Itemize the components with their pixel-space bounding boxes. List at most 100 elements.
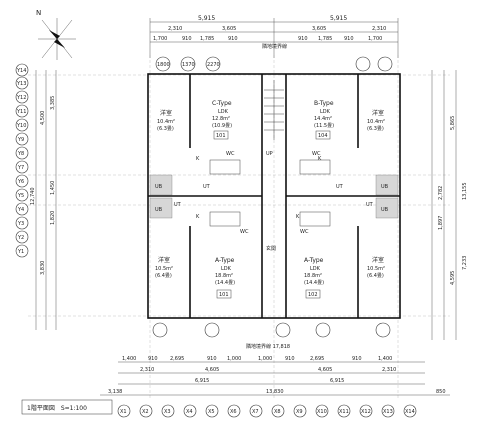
bot-dim-r1-1: 910 [148,356,158,362]
unit-104-area: 14.4m² [314,116,332,122]
right-dim-3: 1,897 [438,216,444,230]
bedroom-tr-area: 10.4m² [367,119,385,125]
wc-label-bl: WC [240,229,249,235]
top-dim-r2-0: 2,310 [168,26,182,32]
bot-dim-right-edge: 850 [436,389,446,395]
unit-101-ldk: LDK [218,109,229,115]
x-grid-label: X4 [186,409,193,415]
unit-104-type: B-Type [314,100,334,107]
top-dim-r3-1: 910 [182,36,192,42]
y-grid-label: Y9 [17,137,24,143]
x-grid-label: X11 [339,409,349,415]
left-dim-5: 3,830 [40,261,46,275]
grid-lines [28,55,450,400]
tag-bubble-text: 1370 [182,62,195,68]
unit-101-tatami: (10.9畳) [212,123,232,129]
left-dim-1: 3,385 [50,96,56,110]
left-dim-3: 1,450 [50,181,56,195]
bot-dim-r1-0: 1,400 [122,356,136,362]
x-grid-label: X1 [120,409,127,415]
right-dim-4: 4,595 [450,271,456,285]
boundary-top-label: 隣地境界線 [262,43,287,50]
top-dim-r3-4: 910 [298,36,308,42]
unit-101b-tatami: (14.4畳) [215,280,235,286]
top-dim-r2-1: 3,605 [222,26,236,32]
building-outline [147,73,401,319]
right-dim-0: 5,865 [450,116,456,130]
x-grid-bubbles [117,404,417,418]
ub-label-br: UB [381,207,389,213]
x-grid-label: X2 [142,409,149,415]
wc-label-br: WC [300,229,309,235]
bot-dim-r1-3: 910 [207,356,217,362]
top-dim-r3-7: 1,700 [368,36,382,42]
central-stair [264,80,284,140]
bot-dim-overall: 13,830 [266,389,284,395]
bedroom-tr-tatami: (6.3畳) [367,126,384,132]
top-dim-r3-2: 1,785 [200,36,214,42]
unit-101-type: C-Type [212,100,232,107]
window-tag-bubbles [152,56,393,338]
bot-dim-r2-1: 4,605 [205,367,219,373]
ub-label-tr: UB [381,184,389,190]
y-grid-label: Y5 [17,193,24,199]
right-dim-5: 7,233 [462,256,468,270]
x-grid-label: X9 [296,409,303,415]
unit-101-number: 101 [216,133,226,139]
right-dimension-lines [431,70,457,340]
y-grid-label: Y14 [16,68,26,74]
bot-dim-r1-6: 910 [285,356,295,362]
unit-102-tatami: (14.4畳) [304,280,324,286]
left-dim-0: 4,500 [40,111,46,125]
title-box [21,399,113,415]
x-grid-label: X7 [252,409,259,415]
bot-dim-r2-2: 4,605 [318,367,332,373]
stair-up-label: UP [266,151,273,157]
y-grid-label: Y1 [17,249,24,255]
bedroom-br-name: 洋室 [372,256,384,264]
unit-104-number: 104 [318,133,328,139]
top-dim-r3-3: 910 [228,36,238,42]
bot-dim-r2-0: 2,310 [140,367,154,373]
y-grid-bubbles [15,63,29,258]
ub-label-bl: UB [155,207,163,213]
unit-101b-type: A-Type [215,257,235,264]
bot-dim-r2-3: 2,310 [382,367,396,373]
unit-104-tatami: (11.5畳) [314,123,334,129]
bot-dim-r1-2: 2,695 [170,356,184,362]
top-dim-overall-left: 5,915 [198,15,215,22]
tag-bubble-text: 1800 [157,62,170,68]
bedroom-tl-name: 洋室 [160,109,172,117]
ut-label-tl: UT [203,184,211,190]
unit-102-area: 18.8m² [304,273,322,279]
bedroom-bl-area: 10.5m² [155,266,173,272]
wet-areas [149,159,399,227]
left-dim-2: 12,740 [30,188,36,206]
y-grid-label: Y12 [16,95,26,101]
bedroom-br-area: 10.5m² [367,266,385,272]
top-dim-r3-0: 1,700 [153,36,167,42]
bot-dim-r1-5: 1,000 [258,356,272,362]
x-grid-label: X14 [405,409,415,415]
unit-101b-ldk: LDK [221,266,232,272]
unit-101b-area: 18.8m² [215,273,233,279]
x-grid-label: X12 [361,409,371,415]
top-dimension-lines [149,18,399,58]
top-dim-r2-3: 2,310 [372,26,386,32]
ut-label-bl: UT [174,202,182,208]
tag-bubble-text: 2270 [207,62,220,68]
top-dim-overall-right: 5,915 [330,15,347,22]
y-grid-label: Y6 [17,179,24,185]
bedroom-bl-tatami: (6.4畳) [155,273,172,279]
bot-dim-r1-4: 1,000 [227,356,241,362]
x-grid-label: X5 [208,409,215,415]
y-grid-label: Y8 [17,151,24,157]
boundary-bottom-label: 隣地境界線 17,818 [246,343,290,350]
top-dim-r3-5: 1,785 [318,36,332,42]
y-grid-label: Y11 [16,109,26,115]
bot-dim-r1-9: 1,400 [378,356,392,362]
bottom-dimension-lines [100,361,450,396]
left-dimension-lines [35,70,57,330]
